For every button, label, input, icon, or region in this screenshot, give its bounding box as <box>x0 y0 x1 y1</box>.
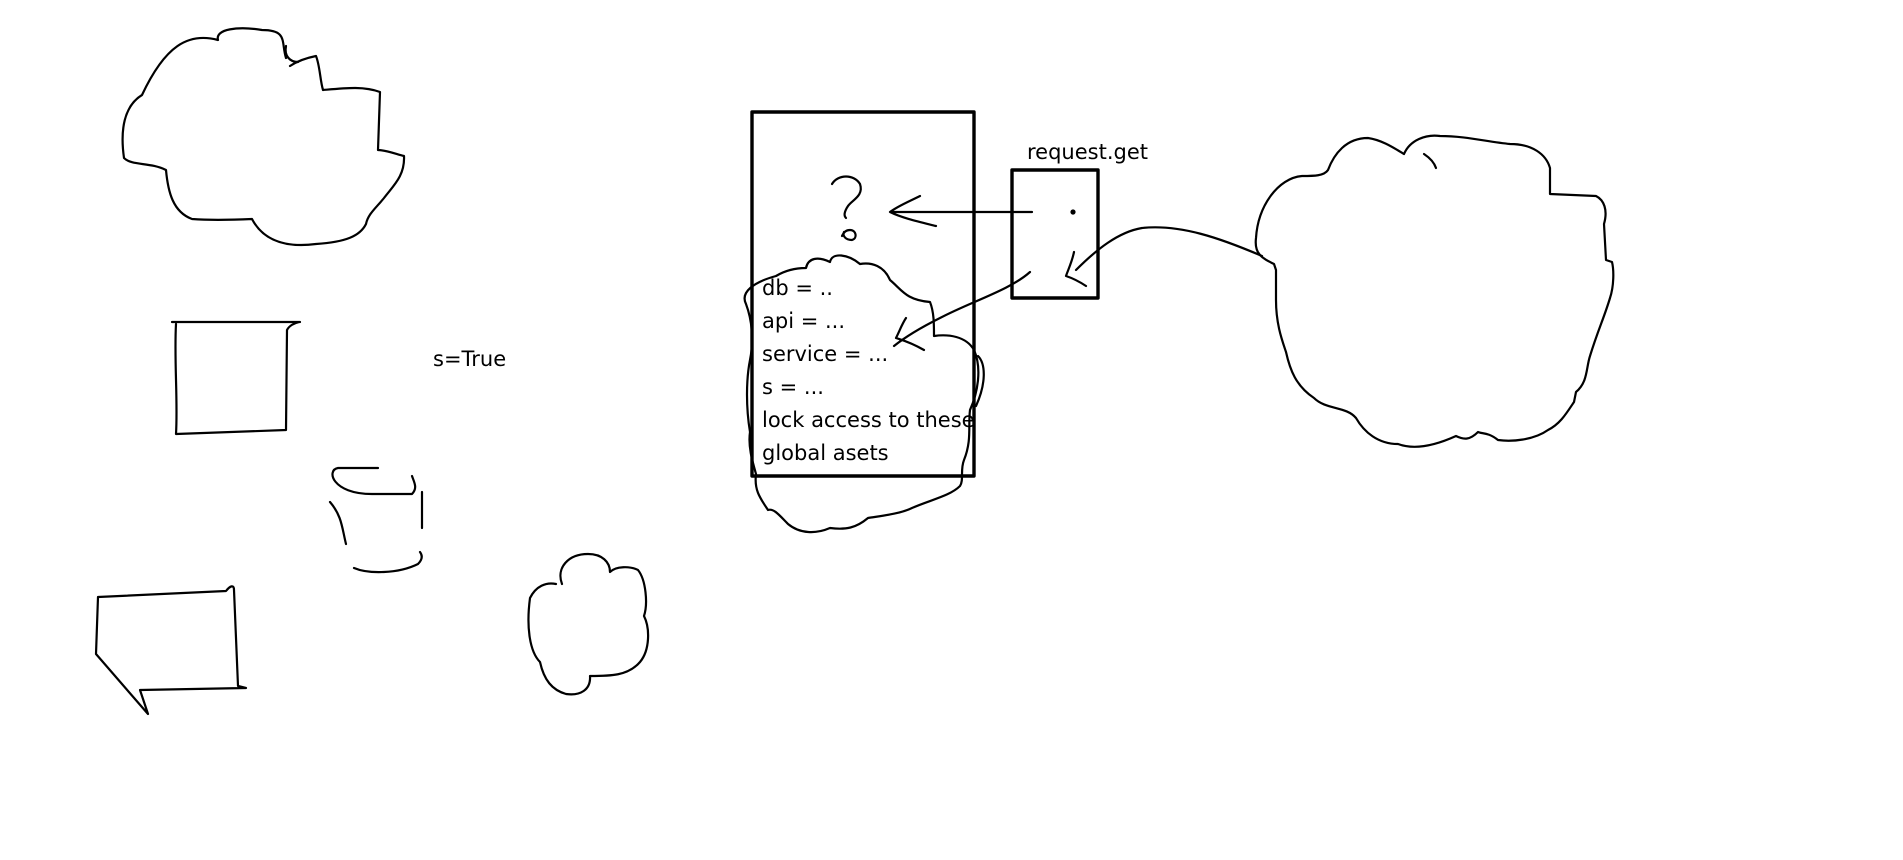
cloud-small <box>527 552 650 696</box>
cloud-large-right-notch <box>1422 152 1438 170</box>
connector-box-to-cloud <box>892 270 1032 352</box>
code-line-s: s = ... <box>762 375 824 399</box>
request-dot <box>1070 209 1076 215</box>
global-assets-box <box>750 110 976 478</box>
cup-shape <box>328 466 424 574</box>
request-box <box>1010 168 1100 300</box>
code-line-lock-access: lock access to these <box>762 408 975 432</box>
request-get-label: request.get <box>1027 140 1148 164</box>
cloud-top-left-notch <box>284 44 300 64</box>
speech-bubble-shape <box>94 585 248 716</box>
connector-cloud-to-box <box>1064 226 1264 288</box>
cloud-inside-box-bump <box>974 354 985 408</box>
cloud-top-left <box>121 27 406 246</box>
square-shape <box>170 320 302 436</box>
code-line-global-assets: global asets <box>762 441 889 465</box>
arrow-request-to-box <box>888 194 1034 228</box>
code-line-db: db = .. <box>762 276 833 300</box>
code-line-api: api = ... <box>762 309 846 333</box>
question-mark-scribble <box>830 175 862 242</box>
cloud-large-right <box>1254 134 1615 448</box>
code-line-service: service = ... <box>762 342 889 366</box>
s-true-label: s=True <box>433 347 507 371</box>
cloud-inside-box <box>743 254 980 534</box>
